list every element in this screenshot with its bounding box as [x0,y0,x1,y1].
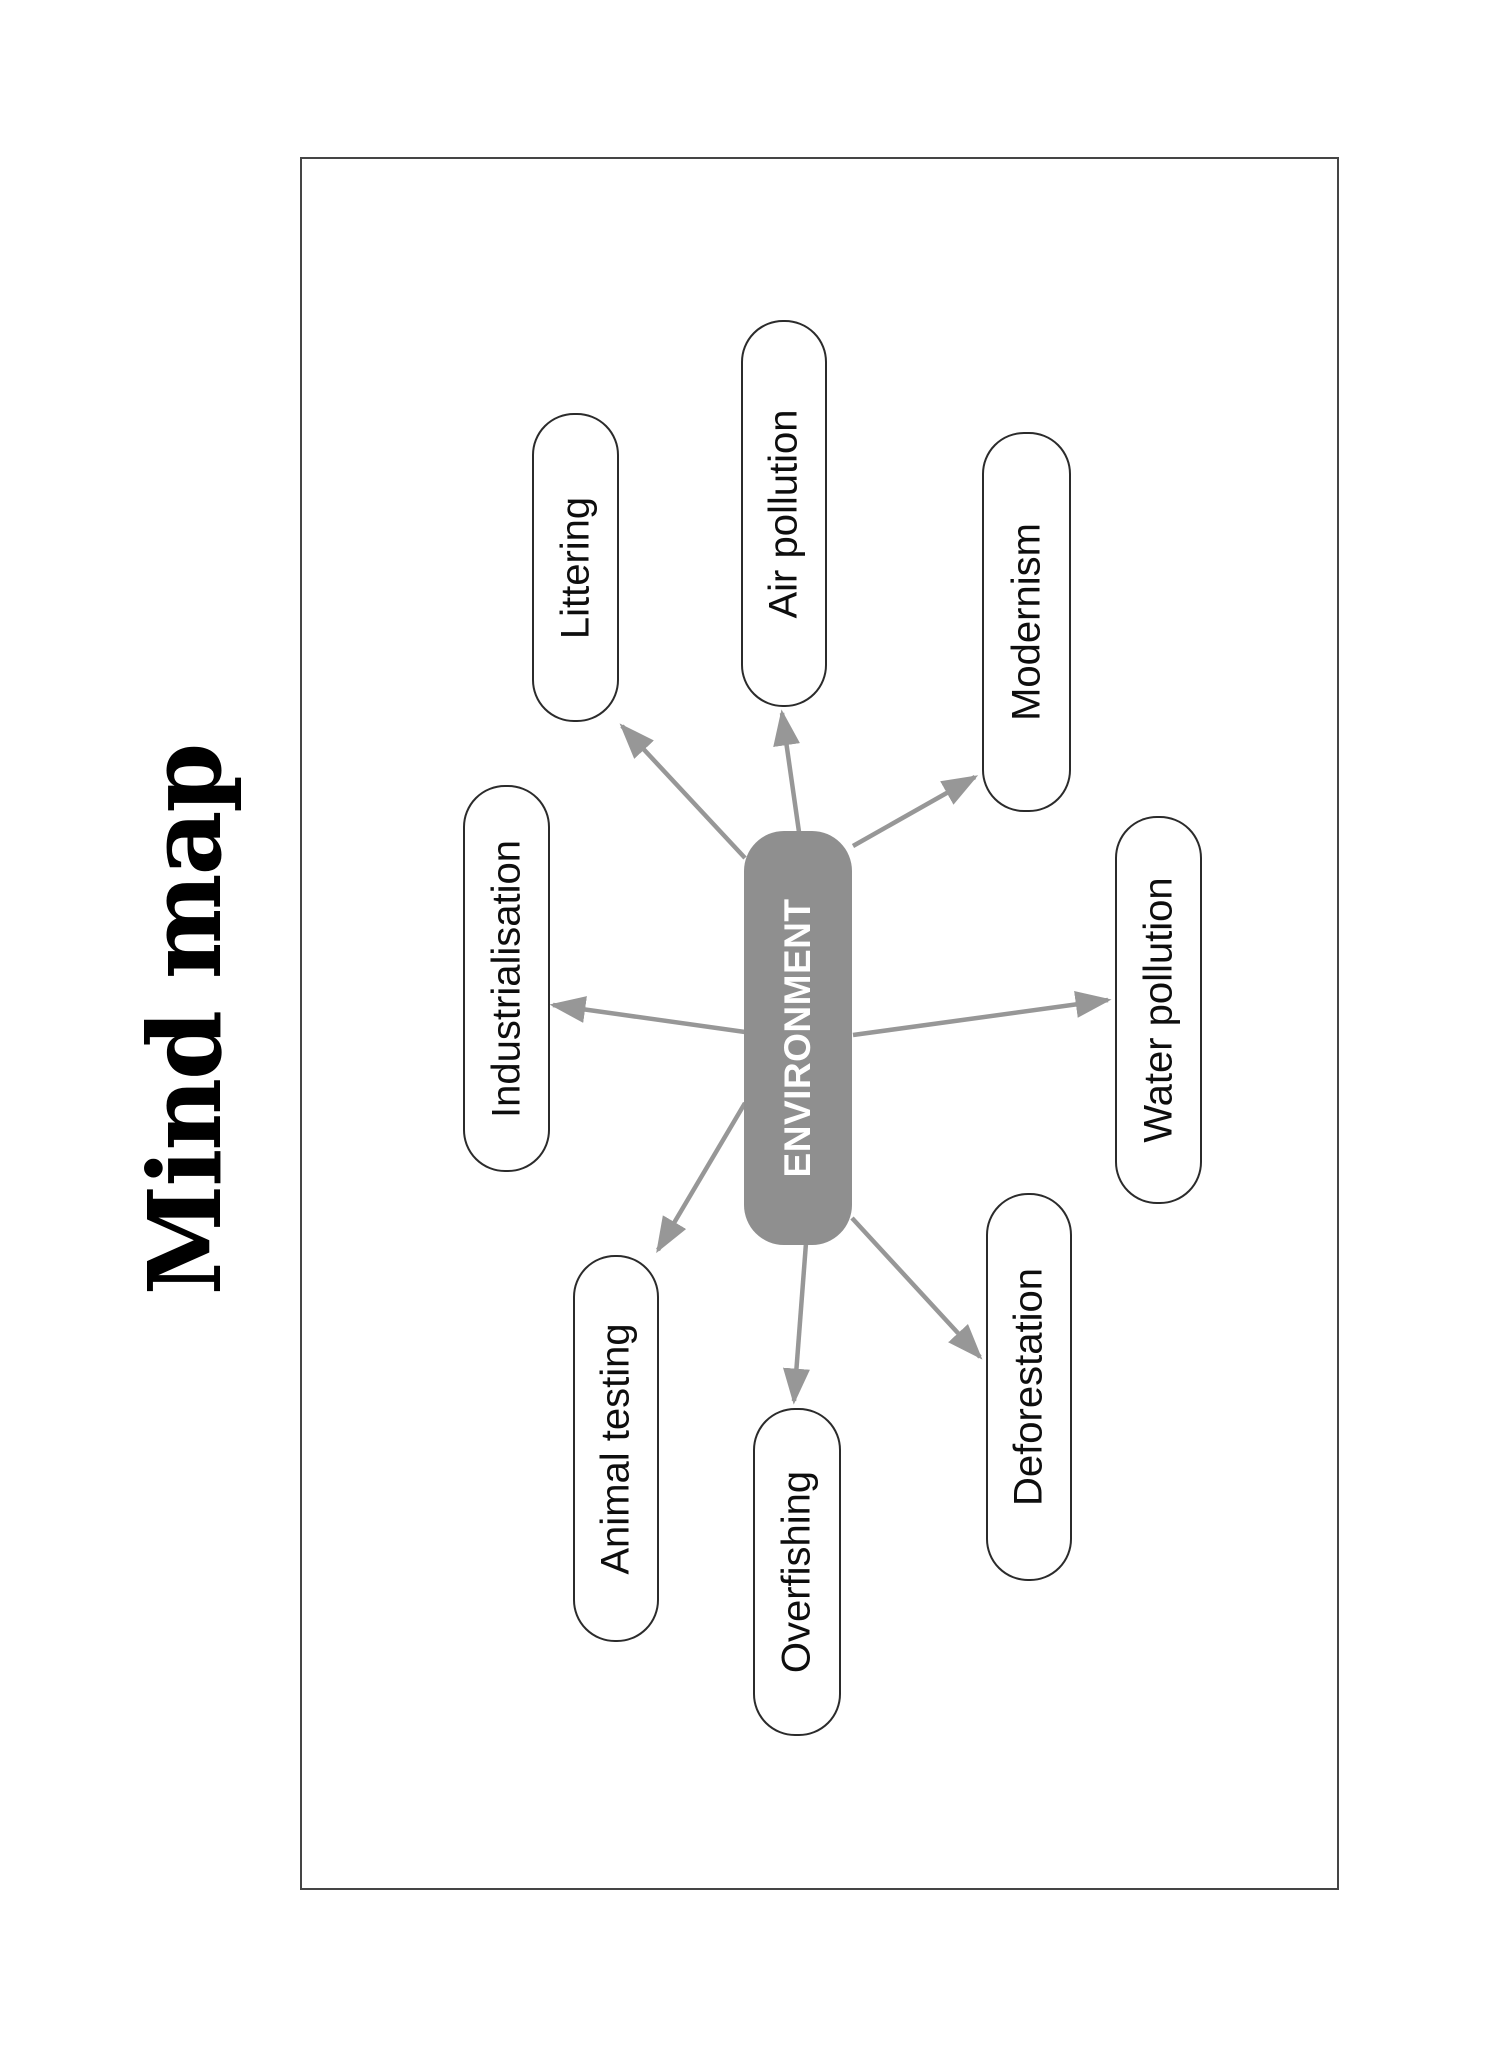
node-air-pollution: Air pollution [741,320,827,707]
node-water-pollution-label: Water pollution [1136,877,1180,1143]
center-node-label: ENVIRONMENT [777,898,818,1178]
page-title-text: Mind map [126,744,244,1296]
node-modernism-label: Modernism [1004,523,1048,721]
node-animal-testing: Animal testing [573,1255,659,1642]
node-modernism: Modernism [982,432,1071,812]
center-node-environment: ENVIRONMENT [744,831,852,1245]
node-deforestation: Deforestation [986,1193,1072,1581]
node-animal-testing-label: Animal testing [593,1322,638,1575]
node-water-pollution: Water pollution [1115,816,1202,1204]
node-air-pollution-label: Air pollution [761,408,806,619]
node-littering-label: Littering [553,496,597,639]
page-title: Mind map [40,745,330,1296]
node-deforestation-label: Deforestation [1006,1268,1051,1506]
diagram-frame [300,157,1339,1890]
node-industrialisation: Industrialisation [463,785,550,1172]
node-littering: Littering [532,413,619,722]
node-industrialisation-label: Industrialisation [484,839,528,1118]
node-overfishing-label: Overfishing [774,1470,819,1674]
node-overfishing: Overfishing [753,1408,841,1736]
